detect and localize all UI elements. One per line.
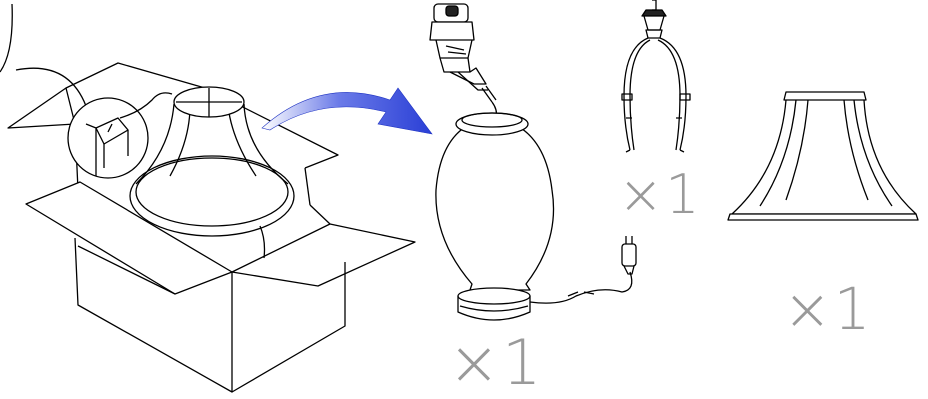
- lamp-base-icon: [430, 4, 636, 320]
- harp-icon: [622, 0, 690, 152]
- open-box-icon: [0, 4, 415, 392]
- harp-quantity: ×1: [618, 168, 702, 222]
- curved-arrow-icon: [262, 88, 432, 134]
- shade-quantity: ×1: [783, 280, 873, 338]
- lamp-base-quantity: ×1: [448, 332, 543, 394]
- lamp-shade-icon: [728, 92, 918, 220]
